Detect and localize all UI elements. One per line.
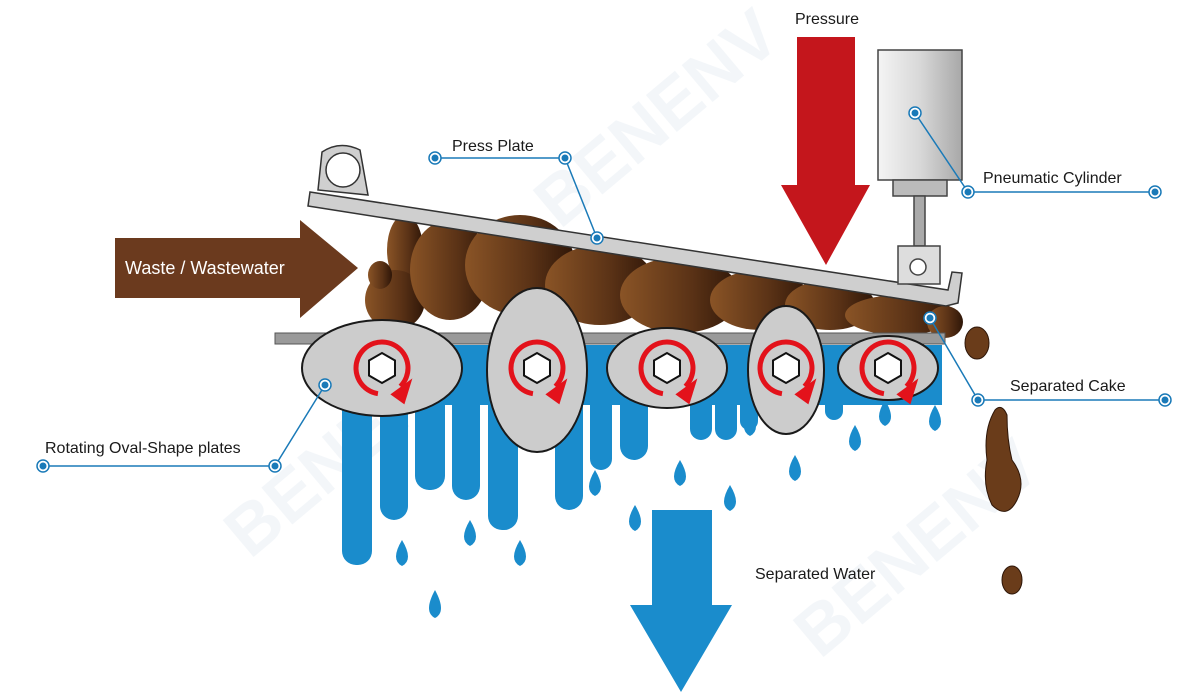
rotation-arrowhead-icon: [794, 378, 817, 405]
separated-cake-pieces: [964, 326, 1023, 595]
rotation-arrow-icon: [353, 339, 411, 397]
pneumatic-cylinder-label: Pneumatic Cylinder: [983, 170, 1122, 187]
separated-water-arrow: [630, 510, 732, 692]
hex-nut-icon: [368, 351, 396, 385]
leader-dot-center: [271, 462, 279, 470]
pressure-arrow: [781, 37, 870, 265]
waste-arrow: Waste / Wastewater: [115, 220, 358, 318]
leader-dot-center: [431, 154, 439, 162]
hex-nut-icon: [874, 351, 902, 385]
press-plate-label: Press Plate: [452, 138, 534, 155]
sludge: [365, 215, 963, 338]
hex-nut-icon: [772, 351, 800, 385]
rotation-arrow-icon: [859, 339, 917, 397]
pneumatic-cylinder: [877, 49, 963, 285]
rotation-markers: [353, 339, 919, 405]
hex-nut-icon: [653, 351, 681, 385]
rotating-plates-label: Rotating Oval-Shape plates: [45, 440, 241, 457]
rotation-arrowhead-icon: [675, 378, 698, 405]
rotation-arrow-icon: [757, 339, 815, 397]
leader-dot-center: [1161, 396, 1169, 404]
leader-dot-center: [593, 234, 601, 242]
rotation-arrow-icon: [508, 339, 566, 397]
hex-nut-icon: [523, 351, 551, 385]
rotation-arrow-icon: [638, 339, 696, 397]
bottom-plate-bar: [274, 332, 946, 345]
svg-text:BENENV: BENENV: [520, 0, 794, 241]
leader-dot-center: [974, 396, 982, 404]
separated-cake-label: Separated Cake: [1010, 378, 1126, 395]
separated-water-label: Separated Water: [755, 566, 876, 583]
leader-dot-center: [926, 314, 934, 322]
leader-dot-center: [39, 462, 47, 470]
leader-dots: [36, 106, 1172, 473]
pressure-label: Pressure: [795, 11, 859, 28]
rotation-arrowhead-icon: [390, 378, 413, 405]
leader-dot-center: [321, 381, 329, 389]
waste-label: Waste / Wastewater: [125, 258, 285, 278]
leader-dot-center: [911, 109, 919, 117]
leader-dot-center: [561, 154, 569, 162]
rotation-arrowhead-icon: [896, 378, 919, 405]
rotation-arrowhead-icon: [545, 378, 568, 405]
leader-dot-center: [964, 188, 972, 196]
leader-dot-center: [1151, 188, 1159, 196]
press-plate: [307, 144, 963, 307]
